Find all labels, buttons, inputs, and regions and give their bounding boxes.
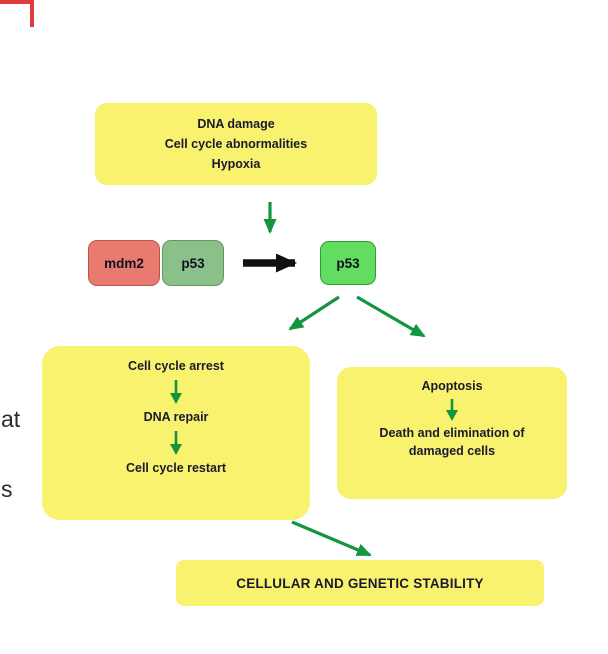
cell-cycle-arrest-label: Cell cycle arrest bbox=[128, 359, 224, 373]
dna-repair-label: DNA repair bbox=[143, 410, 209, 424]
apoptosis-label: Apoptosis bbox=[421, 379, 483, 393]
p53-active-label: p53 bbox=[336, 255, 360, 271]
cell-cycle-box: Cell cycle arrest DNA repair Cell cycle … bbox=[42, 346, 310, 520]
apoptosis-box: Apoptosis Death and elimination of damag… bbox=[337, 367, 567, 499]
arrow-cell-cycle-to-outcome bbox=[291, 520, 372, 557]
arrow-p53-to-apoptosis bbox=[356, 295, 426, 338]
apoptosis-result-line-1: Death and elimination of bbox=[379, 426, 525, 440]
margin-text-fragment: at bbox=[1, 406, 21, 432]
mdm2-label: mdm2 bbox=[104, 255, 144, 271]
down-arrow-icon bbox=[170, 380, 182, 404]
cell-cycle-restart-label: Cell cycle restart bbox=[125, 461, 227, 475]
p53-bound-label: p53 bbox=[181, 255, 205, 271]
outcome-box: CELLULAR AND GENETIC STABILITY bbox=[176, 560, 544, 606]
apoptosis-result-line-2: damaged cells bbox=[408, 444, 496, 458]
red-frame-corner-horizontal bbox=[0, 0, 34, 4]
stimuli-line-hypoxia: Hypoxia bbox=[211, 157, 261, 171]
down-arrow-icon bbox=[446, 399, 458, 421]
mdm2-box: mdm2 bbox=[88, 240, 160, 286]
red-frame-corner-vertical bbox=[30, 0, 34, 27]
outcome-label: CELLULAR AND GENETIC STABILITY bbox=[236, 575, 484, 591]
margin-text-fragment: s bbox=[1, 476, 13, 502]
arrow-p53-to-cell-cycle bbox=[288, 295, 340, 331]
down-arrow-icon bbox=[170, 431, 182, 455]
stimuli-line-cell-cycle-abnormalities: Cell cycle abnormalities bbox=[164, 137, 308, 151]
stimuli-line-dna-damage: DNA damage bbox=[197, 117, 275, 131]
p53-active-box: p53 bbox=[320, 241, 376, 285]
stimuli-box: DNA damage Cell cycle abnormalities Hypo… bbox=[95, 103, 377, 185]
p53-bound-box: p53 bbox=[162, 240, 224, 286]
